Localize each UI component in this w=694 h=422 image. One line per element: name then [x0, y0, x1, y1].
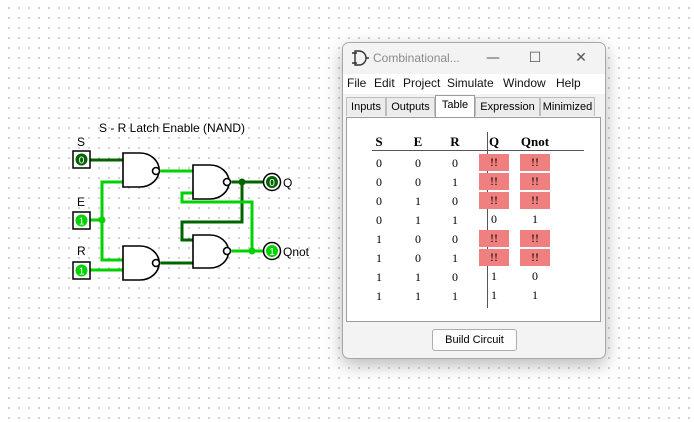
- output-cell[interactable]: !!: [479, 249, 509, 266]
- title-bar[interactable]: Combinational... — ☐ ✕: [343, 43, 605, 73]
- wire-e: [88, 180, 125, 262]
- input-cell: 0: [376, 213, 382, 227]
- maximize-button[interactable]: ☐: [528, 50, 542, 66]
- input-label-s: S: [77, 135, 86, 149]
- output-cell[interactable]: 1: [532, 288, 538, 302]
- output-cell[interactable]: !!: [520, 249, 550, 266]
- nand-gate-qnot[interactable]: [192, 234, 232, 269]
- table-header-4: Qnot: [520, 134, 550, 149]
- nand-gate-r[interactable]: [122, 245, 161, 281]
- input-cell: 0: [452, 194, 458, 208]
- input-cell: 1: [415, 270, 421, 284]
- menu-bar: File Edit Project Simulate Window Help: [343, 74, 605, 94]
- input-pin-e-value: 1: [79, 217, 85, 228]
- junction-dot: [98, 216, 106, 224]
- tab-table[interactable]: Table: [435, 95, 475, 117]
- tab-expression[interactable]: Expression: [475, 97, 540, 116]
- input-label-e: E: [77, 195, 86, 209]
- combinational-analysis-window: Combinational... — ☐ ✕ File Edit Project…: [342, 42, 606, 359]
- menu-help[interactable]: Help: [556, 76, 581, 90]
- output-label-qnot: Qnot: [283, 245, 310, 259]
- output-cell[interactable]: !!: [520, 154, 550, 171]
- output-cell[interactable]: 1: [532, 212, 538, 226]
- menu-file[interactable]: File: [347, 76, 367, 90]
- output-cell[interactable]: !!: [479, 154, 509, 171]
- input-cell: 1: [452, 251, 458, 265]
- table-header-2: R: [450, 134, 460, 149]
- input-cell: 0: [415, 156, 421, 170]
- table-header-0: S: [375, 134, 383, 149]
- truth-table[interactable]: S E R Q Qnot 0 0 0!!!! 0 0 1!!!! 0 1 0!!!! 0 1 1 0 1 1 0 0!!!…: [347, 118, 600, 321]
- tab-minimized[interactable]: Minimized: [540, 97, 595, 116]
- output-cell[interactable]: !!: [520, 192, 550, 209]
- menu-window[interactable]: Window: [503, 76, 546, 90]
- input-cell: 0: [376, 194, 382, 208]
- output-pin-q-value: 0: [269, 178, 275, 189]
- input-cell: 1: [452, 213, 458, 227]
- junction-dot: [248, 247, 256, 255]
- tab-inputs[interactable]: Inputs: [346, 97, 386, 116]
- output-pin-q[interactable]: 0: [262, 172, 282, 192]
- input-cell: 0: [452, 232, 458, 246]
- output-cell[interactable]: !!: [520, 230, 550, 247]
- menu-simulate[interactable]: Simulate: [447, 76, 494, 90]
- input-cell: 0: [452, 156, 458, 170]
- input-cell: 0: [415, 175, 421, 189]
- window-title: Combinational...: [373, 51, 460, 65]
- build-circuit-button[interactable]: Build Circuit: [432, 329, 517, 351]
- input-output-divider: [487, 132, 488, 308]
- output-cell[interactable]: !!: [479, 230, 509, 247]
- output-label-q: Q: [283, 176, 293, 190]
- nand-gate-s[interactable]: [122, 152, 161, 188]
- table-header-1: E: [413, 134, 423, 149]
- menu-edit[interactable]: Edit: [374, 76, 395, 90]
- output-cell[interactable]: !!: [479, 173, 509, 190]
- table-header-3: Q: [488, 134, 500, 149]
- input-cell: 0: [452, 270, 458, 284]
- input-cell: 1: [452, 175, 458, 189]
- input-pin-r[interactable]: 1: [72, 261, 91, 280]
- input-pin-s[interactable]: 0: [72, 150, 91, 169]
- nand-gate-q[interactable]: [192, 164, 232, 200]
- input-cell: 1: [376, 270, 382, 284]
- junction-dot: [238, 178, 246, 186]
- menu-project[interactable]: Project: [403, 76, 441, 90]
- input-cell: 1: [376, 251, 382, 265]
- input-cell: 0: [415, 232, 421, 246]
- output-pin-qnot-value: 1: [269, 247, 275, 258]
- wire-q: [180, 180, 266, 242]
- input-cell: 0: [376, 175, 382, 189]
- close-button[interactable]: ✕: [575, 50, 587, 66]
- input-cell: 1: [452, 289, 458, 303]
- output-cell[interactable]: !!: [520, 173, 550, 190]
- output-cell[interactable]: !!: [479, 192, 509, 209]
- output-cell[interactable]: 1: [491, 288, 497, 302]
- output-cell[interactable]: 1: [491, 269, 497, 283]
- output-pin-qnot[interactable]: 1: [262, 241, 282, 261]
- header-divider: [372, 150, 584, 151]
- truth-table-panel: S E R Q Qnot 0 0 0!!!! 0 0 1!!!! 0 1 0!!!! 0 1 1 0 1 1 0 0!!!…: [346, 117, 601, 322]
- input-cell: 1: [376, 232, 382, 246]
- circuit-title: S - R Latch Enable (NAND): [99, 121, 246, 135]
- input-pin-e[interactable]: 1: [72, 211, 91, 230]
- tab-outputs[interactable]: Outputs: [386, 97, 435, 116]
- input-cell: 0: [376, 156, 382, 170]
- input-cell: 1: [415, 194, 421, 208]
- input-cell: 1: [376, 289, 382, 303]
- output-cell[interactable]: 0: [532, 269, 538, 283]
- minimize-button[interactable]: —: [486, 50, 500, 66]
- input-cell: 1: [415, 289, 421, 303]
- input-cell: 0: [415, 251, 421, 265]
- input-pin-s-value: 0: [79, 156, 85, 167]
- input-pin-r-value: 1: [79, 267, 85, 278]
- logisim-app-icon: [352, 50, 369, 66]
- output-cell[interactable]: 0: [491, 212, 497, 226]
- input-cell: 1: [415, 213, 421, 227]
- circuit-canvas[interactable]: 0 1 1 0 1: [0, 0, 340, 422]
- input-label-r: R: [77, 244, 86, 258]
